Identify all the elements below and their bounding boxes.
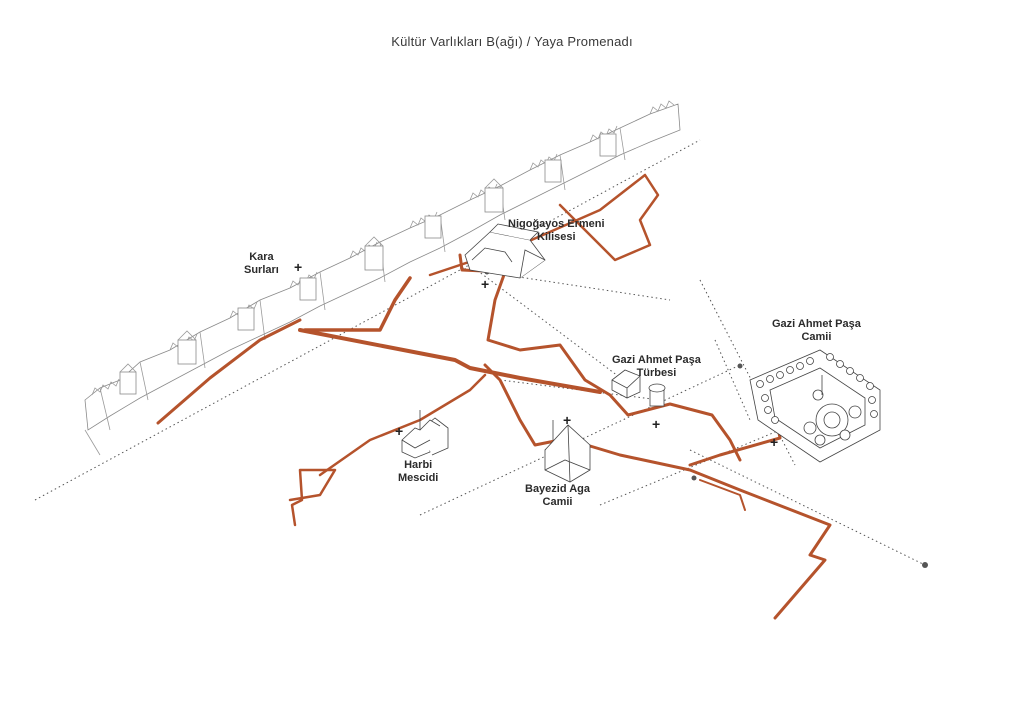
label-kara-surlari-line1: Kara: [249, 251, 274, 263]
label-nigogayos-line1: Nigoğayos Ermeni: [508, 218, 605, 230]
plus-marker-kara-surlari: +: [294, 259, 303, 275]
label-bayezid-line1: Bayezid Aga: [525, 483, 591, 495]
label-gazi-camii-line1: Gazi Ahmet Paşa: [772, 318, 861, 330]
route-bayezid: [483, 363, 562, 447]
nigogayos-church: [464, 223, 546, 279]
axis-turbe-camii: [714, 339, 751, 421]
route-wall-upper: [303, 276, 412, 332]
map-title: Kültür Varlıkları B(ağı) / Yaya Promenad…: [391, 34, 633, 49]
axis-southeast: [689, 449, 926, 566]
label-bayezid-line2: Camii: [542, 496, 573, 508]
label-nigogayos-line2: Kilisesi: [537, 231, 576, 243]
plus-marker-harbi: +: [395, 423, 404, 439]
label-harbi-line1: Harbi: [404, 459, 433, 471]
axis-bayezid-east: [599, 429, 781, 506]
axis-dot-camii: [737, 363, 743, 369]
label-nigogayos: Nigoğayos Ermeni Kilisesi: [508, 218, 605, 244]
route-north-east: [428, 173, 660, 277]
plus-marker-gazi-turbesi: +: [652, 416, 661, 432]
harbi-mosque: [401, 410, 449, 459]
axis-north-camii: [699, 279, 796, 466]
plus-marker-nigogayos: +: [481, 276, 490, 292]
axis-end-dot: [922, 562, 928, 568]
route-main-east: [298, 328, 602, 394]
label-gazi-camii-line2: Camii: [801, 331, 832, 343]
label-gazi-turbesi-line2: Türbesi: [636, 367, 677, 379]
plus-marker-bayezid: +: [563, 412, 572, 428]
plus-marker-gazi-camii: +: [770, 434, 779, 450]
label-gazi-turbesi: Gazi Ahmet Paşa Türbesi: [612, 354, 701, 380]
route-east-link: [699, 479, 746, 511]
label-bayezid: Bayezid Aga Camii: [525, 483, 590, 509]
bayezid-mosque: [544, 420, 591, 483]
route-southwest: [288, 468, 337, 527]
dotted-axes: [34, 139, 928, 568]
gazi-tomb: [611, 369, 666, 407]
axis-main-diagonal: [34, 139, 701, 501]
label-gazi-turbesi-line1: Gazi Ahmet Paşa: [612, 354, 701, 366]
label-kara-surlari-line2: Surları: [244, 264, 279, 276]
label-harbi-line2: Mescidi: [398, 472, 439, 484]
axis-kilise-turbe: [469, 264, 631, 386]
axis-dot-bayezid: [691, 475, 697, 481]
gazi-mosque-complex: [749, 349, 881, 463]
route-southeast: [568, 438, 832, 620]
label-harbi: Harbi Mescidi: [398, 459, 438, 485]
city-walls: [84, 100, 681, 456]
label-gazi-camii: Gazi Ahmet Paşa Camii: [772, 318, 861, 344]
route-kilise: [458, 253, 742, 462]
label-kara-surlari: Kara Surları: [244, 251, 279, 277]
route-wall-left: [156, 318, 302, 425]
